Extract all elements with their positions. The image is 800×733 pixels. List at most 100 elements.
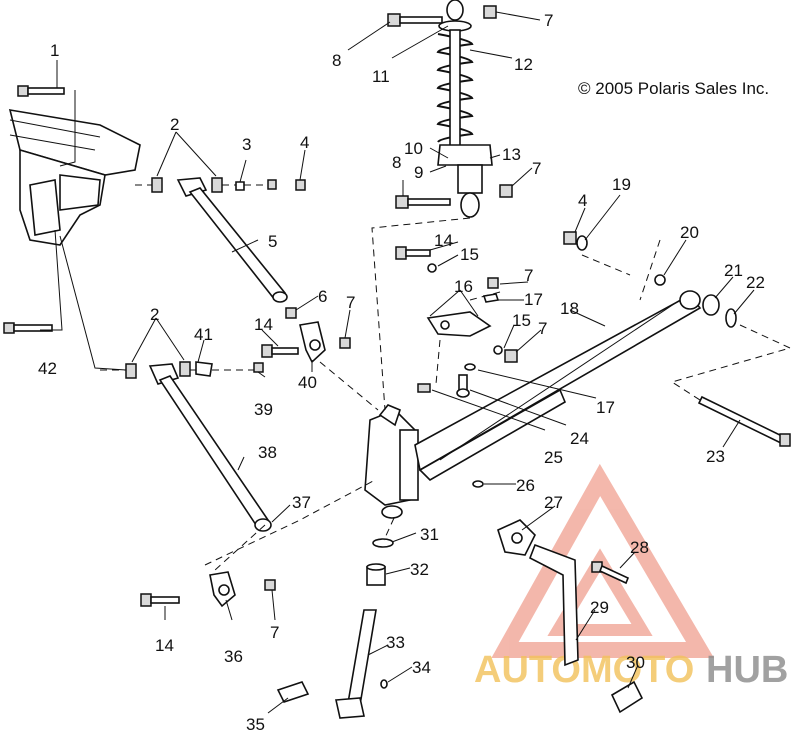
callout-label: 15 (512, 311, 531, 330)
callout-label: 7 (538, 319, 547, 338)
washer-20 (654, 274, 666, 286)
callout-label: 39 (254, 400, 273, 419)
callout-label: 17 (596, 398, 615, 417)
callout-label: 41 (194, 325, 213, 344)
callout-label: 6 (318, 287, 327, 306)
callout-label: 7 (544, 11, 553, 30)
callout-label: 25 (544, 448, 563, 467)
callout-label: 22 (746, 273, 765, 292)
leader-lines (40, 11, 755, 714)
ring-31 (372, 538, 394, 548)
nut-7-b (487, 277, 499, 289)
callout-label: 2 (170, 115, 179, 134)
nut-7-c (504, 349, 518, 363)
control-arm-18 (414, 290, 702, 481)
callout-label: 19 (612, 175, 631, 194)
callout-label: 17 (524, 290, 543, 309)
bolt-14-upper (395, 246, 431, 260)
bolt-14-low (140, 593, 180, 607)
callout-label: 24 (570, 429, 589, 448)
callout-label: 34 (412, 658, 431, 677)
callout-label: 5 (268, 232, 277, 251)
bushing-32 (366, 563, 386, 586)
nut-6 (285, 307, 297, 319)
bushing-35 (276, 681, 310, 703)
callout-label: 7 (346, 293, 355, 312)
callout-label: 4 (578, 191, 587, 210)
spindle (364, 404, 419, 519)
watermark-text-second: HUB (706, 649, 788, 691)
nut-4-right (563, 231, 577, 245)
watermark-text-first: AUTOMOTO (474, 649, 694, 691)
callout-label: 10 (404, 139, 423, 158)
callout-label: 12 (514, 55, 533, 74)
callout-label: 8 (392, 153, 401, 172)
callout-label: 26 (516, 476, 535, 495)
nut-7-mid (339, 337, 351, 349)
callout-label: 13 (502, 145, 521, 164)
washer-15-a (427, 263, 437, 273)
ball-joint-36 (209, 571, 236, 608)
copyright-text: © 2005 Polaris Sales Inc. (578, 79, 769, 98)
callout-label: 30 (626, 653, 645, 672)
ring-22 (725, 308, 737, 328)
bolt-14-mid (261, 344, 299, 358)
bracket-16 (426, 311, 492, 337)
shock-absorber (387, 0, 513, 218)
lower-a-arm (125, 361, 272, 532)
shaft-33 (335, 609, 377, 719)
callout-label: 36 (224, 647, 243, 666)
callout-label: 23 (706, 447, 725, 466)
bolt-28 (591, 561, 630, 585)
callout-label: 9 (414, 163, 423, 182)
callout-label: 29 (590, 598, 609, 617)
bushing-30 (610, 680, 644, 714)
callout-label: 8 (332, 51, 341, 70)
bolt-23 (697, 395, 791, 447)
callout-label: 7 (532, 159, 541, 178)
clip-26 (472, 480, 484, 488)
callout-label: 11 (372, 67, 390, 86)
washer-19 (576, 235, 588, 251)
fitting-34 (380, 679, 388, 689)
callout-label: 14 (434, 231, 453, 250)
callout-label: 40 (298, 373, 317, 392)
callout-label: 27 (544, 493, 563, 512)
bushing-21 (702, 294, 720, 316)
callout-label: 1 (50, 41, 59, 60)
callout-label: 42 (38, 359, 57, 378)
washer-15-b (493, 345, 503, 355)
bolt-42 (3, 322, 53, 334)
callout-label: 21 (724, 261, 743, 280)
callout-label: 18 (560, 299, 579, 318)
callout-label: 15 (460, 245, 479, 264)
bracket-27 (497, 519, 536, 556)
callout-label: 7 (270, 623, 279, 642)
ball-joint-40 (299, 321, 326, 364)
callout-label: 7 (524, 266, 533, 285)
link-29 (528, 543, 579, 667)
callout-label: 35 (246, 715, 265, 733)
pin-24 (456, 374, 470, 398)
callout-labels: 1 2 3 4 5 6 7 2 41 14 42 40 39 38 37 36 … (38, 11, 765, 733)
callout-label: 14 (254, 315, 273, 334)
spring-25 (417, 383, 431, 393)
bolt-1 (17, 85, 65, 97)
callout-label: 31 (420, 525, 439, 544)
callout-label: 14 (155, 636, 174, 655)
upper-a-arm (151, 177, 306, 303)
callout-label: 4 (300, 133, 309, 152)
callout-label: 16 (454, 277, 473, 296)
assembly-lines (100, 184, 792, 571)
callout-label: 33 (386, 633, 405, 652)
callout-label: 2 (150, 305, 159, 324)
callout-label: 32 (410, 560, 429, 579)
nut-7-low (264, 579, 276, 591)
callout-label: 28 (630, 538, 649, 557)
callout-label: 37 (292, 493, 311, 512)
callout-label: 3 (242, 135, 251, 154)
clip-17-b (464, 363, 476, 371)
callout-label: 38 (258, 443, 277, 462)
callout-label: 20 (680, 223, 699, 242)
